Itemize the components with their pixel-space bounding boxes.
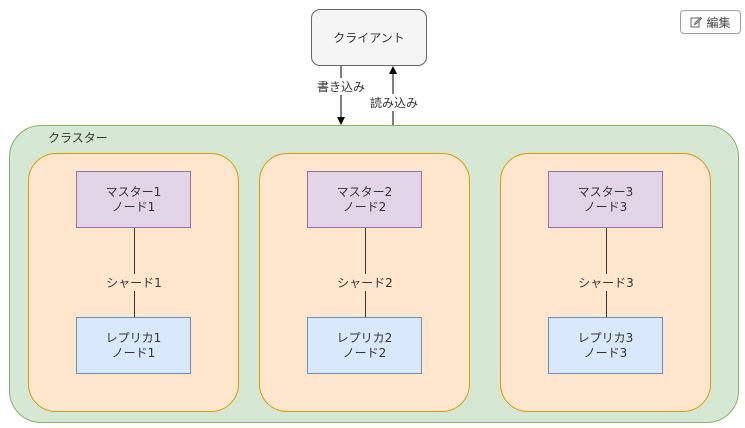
replica-2-title: レプリカ2 (336, 330, 393, 345)
edit-icon (690, 16, 703, 28)
replica-1-subtitle: ノード1 (111, 345, 156, 360)
replica-2-subtitle: ノード2 (342, 345, 387, 360)
client-label: クライアント (333, 31, 405, 45)
read-arrowhead (389, 66, 397, 74)
replica-3-node[interactable]: レプリカ3 ノード3 (548, 317, 663, 374)
shard-2-link (365, 228, 366, 317)
master-2-node[interactable]: マスター2 ノード2 (307, 171, 422, 228)
master-1-node[interactable]: マスター1 ノード1 (76, 171, 191, 228)
shard-1-link (134, 228, 135, 317)
replica-1-title: レプリカ1 (105, 330, 162, 345)
write-arrowhead (337, 117, 345, 125)
master-2-title: マスター2 (336, 184, 393, 199)
replica-2-node[interactable]: レプリカ2 ノード2 (307, 317, 422, 374)
shard-1-label: シャード1 (104, 274, 164, 291)
edit-button-label: 編集 (706, 15, 731, 30)
replica-1-node[interactable]: レプリカ1 ノード1 (76, 317, 191, 374)
cluster-label: クラスター (48, 131, 108, 145)
write-edge-label: 書き込み (317, 78, 366, 95)
shard-3-label: シャード3 (576, 274, 636, 291)
master-2-subtitle: ノード2 (342, 199, 387, 214)
shard-3-link (606, 228, 607, 317)
master-3-title: マスター3 (577, 184, 634, 199)
master-1-title: マスター1 (105, 184, 162, 199)
shard-2-label: シャード2 (335, 274, 395, 291)
master-1-subtitle: ノード1 (111, 199, 156, 214)
master-3-subtitle: ノード3 (583, 199, 628, 214)
edit-button[interactable]: 編集 (680, 10, 741, 34)
read-edge-label: 読み込み (370, 94, 419, 111)
client-node[interactable]: クライアント (311, 9, 427, 66)
replica-3-subtitle: ノード3 (583, 345, 628, 360)
replica-3-title: レプリカ3 (577, 330, 634, 345)
master-3-node[interactable]: マスター3 ノード3 (548, 171, 663, 228)
